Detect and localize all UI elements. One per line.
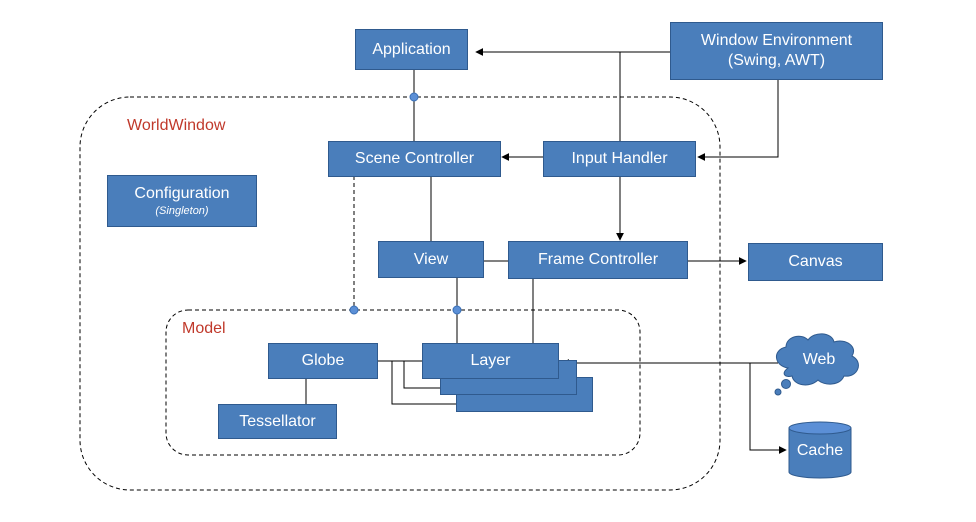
window-environment-label: Window Environment (700, 32, 853, 49)
web-label: Web (802, 351, 836, 368)
application-node: Application (355, 29, 468, 70)
globe-node: Globe (268, 343, 378, 379)
window-environment-sublabel: (Swing, AWT) (727, 52, 826, 69)
web-cloud-shape (774, 333, 859, 396)
configuration-sublabel: (Singleton) (155, 205, 209, 217)
view-label: View (413, 250, 449, 268)
window-environment-node: Window Environment (Swing, AWT) (670, 22, 883, 80)
scene-controller-node: Scene Controller (328, 141, 501, 177)
tessellator-label: Tessellator (239, 412, 316, 430)
edge-globe-layer-2 (378, 360, 440, 389)
edge-windowenv-inputhandler (697, 80, 779, 161)
connector-dot (409, 92, 419, 102)
cache-cylinder-shape (788, 421, 852, 479)
edge-web-cache (749, 363, 787, 454)
cache-label: Cache (796, 442, 844, 459)
worldwindow-region (79, 96, 721, 491)
model-label: Model (182, 320, 226, 337)
canvas-node: Canvas (748, 243, 883, 281)
input-handler-label: Input Handler (571, 150, 668, 167)
connector-dot (349, 305, 359, 315)
globe-label: Globe (301, 352, 345, 369)
input-handler-node: Input Handler (543, 141, 696, 177)
frame-controller-node: Frame Controller (508, 241, 688, 279)
application-label: Application (372, 40, 451, 58)
scene-controller-label: Scene Controller (354, 150, 475, 167)
layer-label: Layer (470, 352, 511, 369)
configuration-node: Configuration (Singleton) (107, 175, 257, 227)
configuration-label: Configuration (134, 185, 230, 202)
layer-node: Layer (422, 343, 559, 379)
worldwindow-label: WorldWindow (127, 117, 226, 134)
edge-globe-layer-3 (391, 361, 456, 405)
model-region (165, 309, 641, 456)
view-node: View (378, 241, 484, 278)
frame-controller-label: Frame Controller (537, 251, 659, 268)
tessellator-node: Tessellator (218, 404, 337, 439)
canvas-label: Canvas (788, 253, 843, 270)
connector-dot (452, 305, 462, 315)
